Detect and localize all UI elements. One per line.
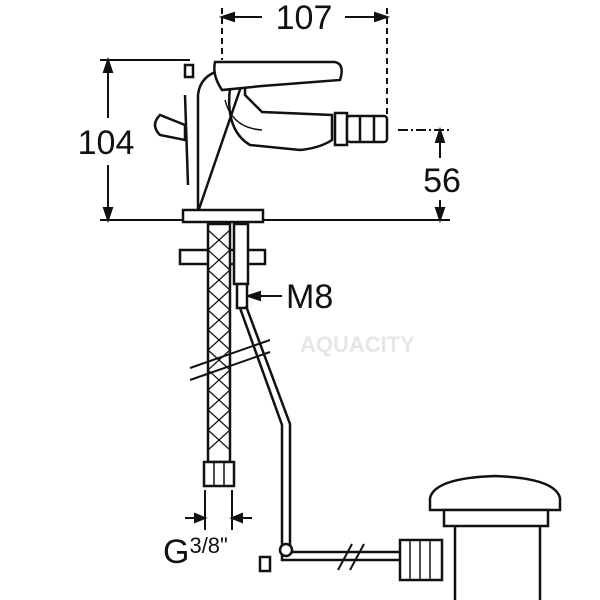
drain-lever-housing xyxy=(398,538,444,582)
hose-nut xyxy=(202,460,236,488)
installation-parts xyxy=(178,222,400,573)
dimension-labels: 107 104 56 M8 G3/8" xyxy=(78,0,461,571)
dimension-lines xyxy=(100,8,450,530)
pop-up-rod xyxy=(238,305,400,562)
thread-label: M8 xyxy=(286,278,333,316)
spout-height-label: 56 xyxy=(423,162,461,200)
watermark-text: AQUACITY xyxy=(300,332,415,357)
mixer-body xyxy=(153,60,389,224)
drain-cap xyxy=(428,474,562,512)
swivel-nozzle xyxy=(345,114,389,144)
nozzle-ring xyxy=(333,111,349,147)
base-rosette xyxy=(181,208,265,224)
lever-handle xyxy=(213,60,343,92)
threaded-stud xyxy=(232,222,250,286)
drain-waste xyxy=(398,474,562,600)
height-label: 104 xyxy=(78,124,135,162)
watermark: AQUACITY xyxy=(300,332,415,357)
pop-up-knob xyxy=(153,113,187,142)
connection-label: G3/8" xyxy=(163,533,228,571)
width-label: 107 xyxy=(276,0,333,37)
